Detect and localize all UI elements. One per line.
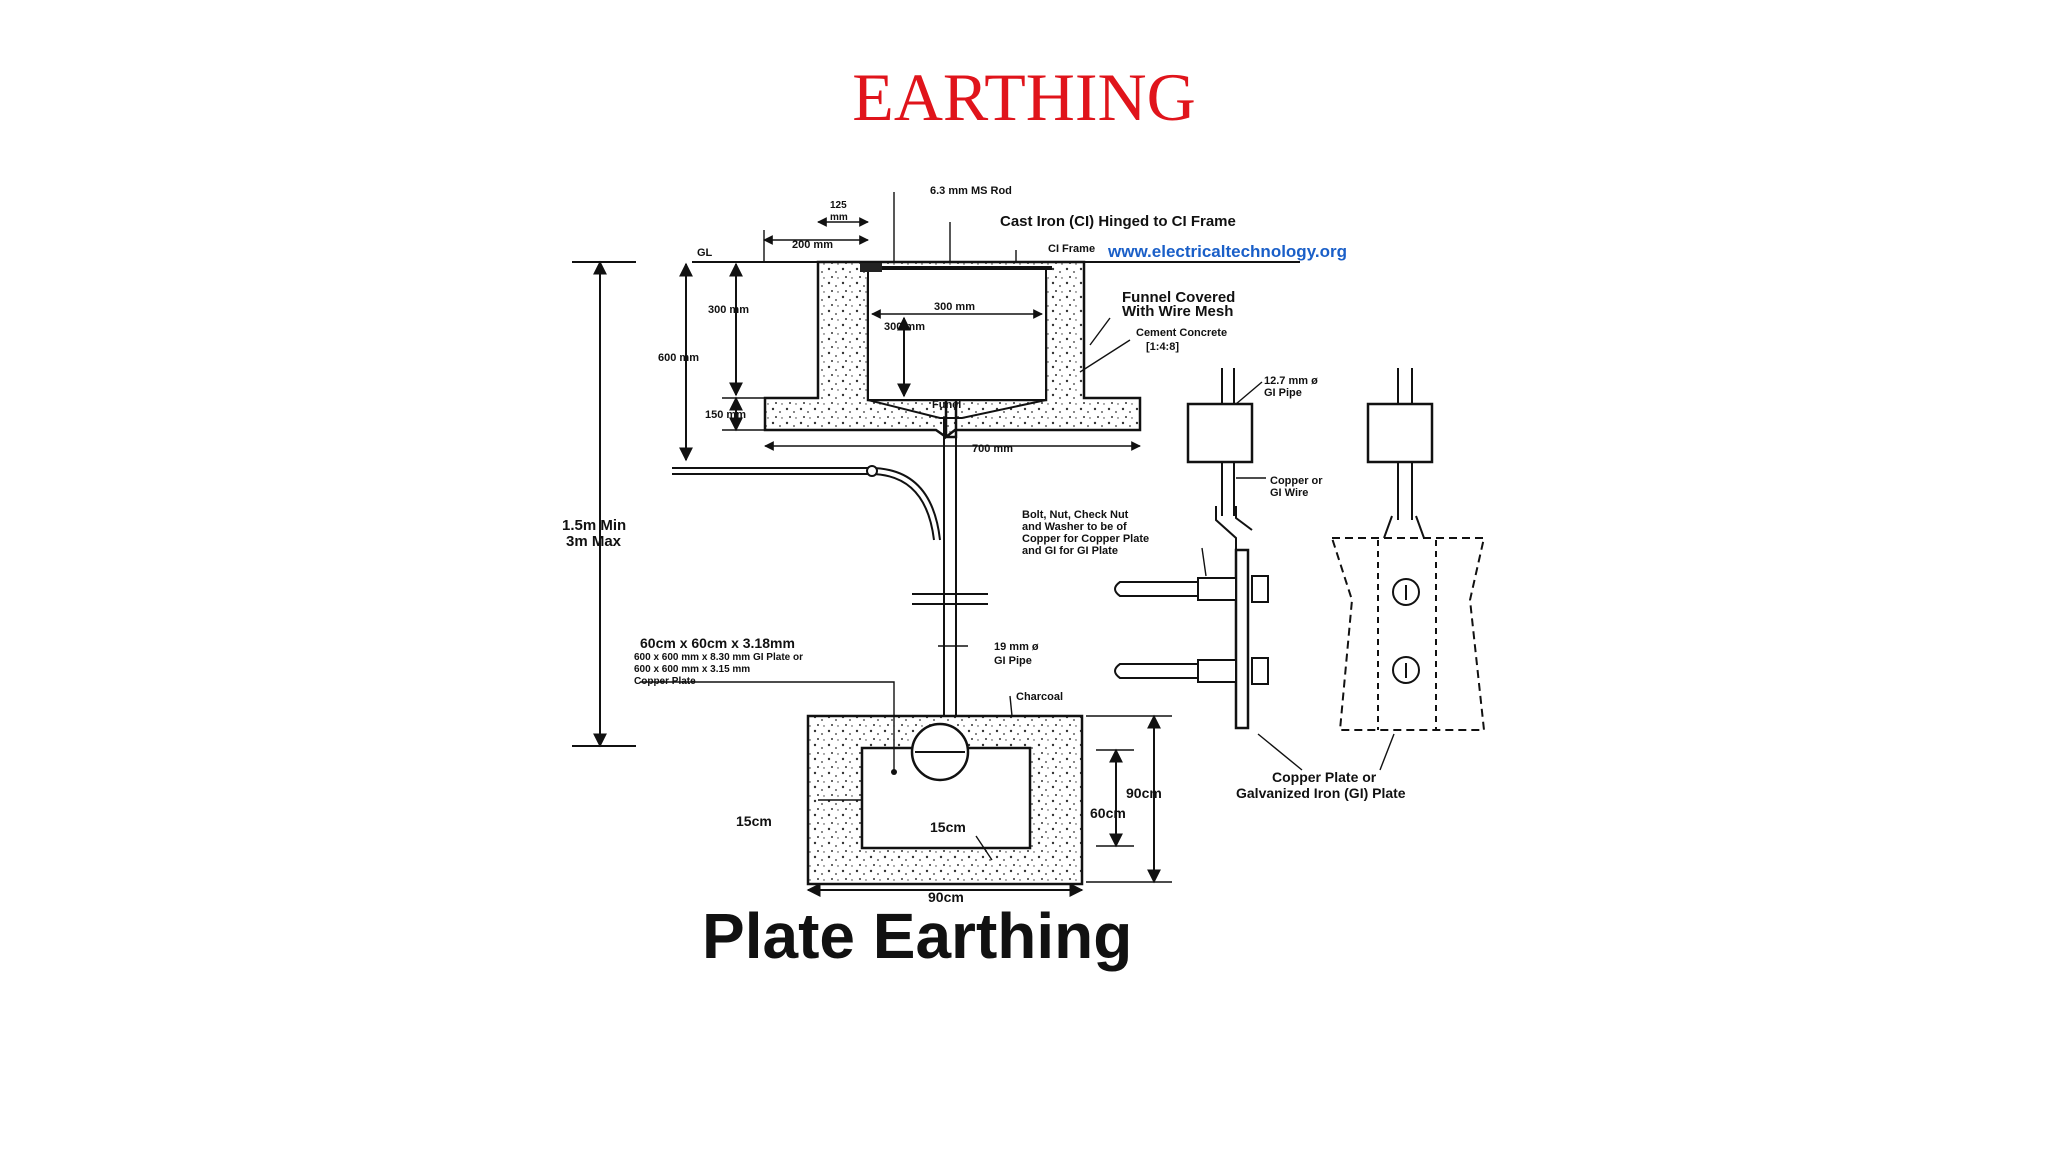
website-url: www.electricaltechnology.org	[1107, 242, 1347, 261]
label-300-top: 300 mm	[934, 301, 975, 313]
label-90cm-right: 90cm	[1126, 785, 1162, 801]
earth-lead-bend	[672, 467, 941, 541]
label-125-unit: mm	[830, 212, 848, 223]
label-600: 600 mm	[658, 352, 699, 364]
label-cement-1: Cement Concrete	[1136, 327, 1227, 339]
clamp-right	[1366, 402, 1434, 464]
label-gi-pipe12-2: GI Pipe	[1264, 387, 1302, 399]
label-15cm-bottom: 15cm	[930, 819, 966, 835]
label-plate-2: 600 x 600 mm x 8.30 mm GI Plate or	[634, 652, 803, 663]
label-bolt-2: and Washer to be of	[1022, 521, 1127, 533]
label-150: 150 mm	[705, 409, 746, 421]
hinge	[860, 262, 882, 272]
plate-side	[1234, 548, 1250, 730]
label-copper-wire-2: GI Wire	[1270, 487, 1308, 499]
clamp-left	[1186, 402, 1254, 464]
label-300-inner: 300 mm	[884, 321, 925, 333]
plate-detail-front	[1330, 368, 1486, 731]
chamber-cavity	[867, 267, 1047, 401]
label-gi-pipe19-1: 19 mm ø	[994, 641, 1039, 653]
label-plate-type-1: Copper Plate or	[1272, 769, 1377, 785]
label-bolt-4: and GI for GI Plate	[1022, 545, 1118, 557]
label-charcoal: Charcoal	[1016, 691, 1063, 703]
label-ci-frame: CI Frame	[1048, 243, 1095, 255]
label-700: 700 mm	[972, 443, 1013, 455]
label-200mm: 200 mm	[792, 239, 833, 251]
label-plate-1: 60cm x 60cm x 3.18mm	[640, 635, 795, 651]
label-funnel-cover-2: With Wire Mesh	[1122, 303, 1233, 320]
plate-detail-side	[1114, 368, 1269, 730]
label-15cm-left: 15cm	[736, 813, 772, 829]
diagram-caption: Plate Earthing	[702, 900, 1132, 972]
label-plate-3: 600 x 600 mm x 3.15 mm	[634, 664, 750, 675]
label-depth-2: 3m Max	[566, 533, 622, 550]
dimension-lines	[572, 217, 1172, 897]
label-plate-4: Copper Plate	[634, 676, 696, 687]
label-ms-rod: 6.3 mm MS Rod	[930, 185, 1012, 197]
label-60cm-right: 60cm	[1090, 805, 1126, 821]
detail-leaders	[1201, 381, 1395, 771]
earth-lead-bend-inner	[672, 473, 935, 541]
diagram-labels: 6.3 mm MS Rod 125 mm 200 mm Cast Iron (C…	[562, 185, 1406, 905]
label-bolt-1: Bolt, Nut, Check Nut	[1022, 509, 1129, 521]
plate-front-outline	[1330, 537, 1486, 731]
label-depth-1: 1.5m Min	[562, 517, 626, 534]
slide-title: EARTHING	[852, 59, 1196, 135]
label-funnel-cover-1: Funnel Covered	[1122, 289, 1235, 306]
label-gi-pipe12-1: 12.7 mm ø	[1264, 375, 1318, 387]
label-90cm-bottom: 90cm	[928, 889, 964, 905]
gl-label: GL	[697, 247, 713, 259]
label-bolt-3: Copper for Copper Plate	[1022, 533, 1149, 545]
label-125: 125	[830, 200, 847, 211]
earth-plate	[860, 746, 1032, 850]
label-gi-pipe19-2: GI Pipe	[994, 655, 1032, 667]
leader-lines	[640, 192, 1131, 861]
label-cement-2: [1:4:8]	[1146, 341, 1179, 353]
funnel	[867, 399, 1047, 419]
label-funel: Funel	[932, 399, 961, 411]
label-copper-wire-1: Copper or	[1270, 475, 1323, 487]
label-plate-type-2: Galvanized Iron (GI) Plate	[1236, 785, 1406, 801]
label-cast-iron: Cast Iron (CI) Hinged to CI Frame	[1000, 213, 1236, 230]
label-300-left: 300 mm	[708, 304, 749, 316]
